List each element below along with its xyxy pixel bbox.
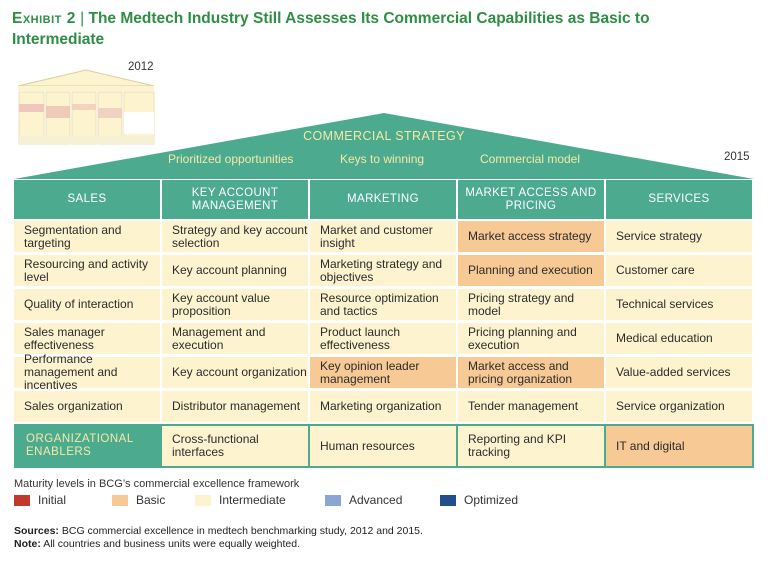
year-2015-label: 2015	[724, 151, 750, 163]
legend-item-advanced: Advanced	[325, 493, 402, 507]
legend-swatch-intermediate	[195, 494, 211, 506]
capability-cell-key-opinion-leader-management: Key opinion leader management	[310, 357, 456, 388]
roof-item-commercial-model: Commercial model	[480, 152, 581, 166]
legend-label-intermediate: Intermediate	[219, 493, 286, 507]
legend-swatch-basic	[112, 494, 128, 506]
year-2012-label: 2012	[128, 61, 154, 73]
thumbnail-2012-diagram	[17, 69, 155, 145]
sources-label: Sources:	[14, 525, 59, 537]
capability-cell-technical-services: Technical services	[606, 289, 752, 320]
note-label: Note:	[14, 538, 41, 550]
title-separator: |	[80, 10, 85, 27]
sources-text: BCG commercial excellence in medtech ben…	[61, 525, 423, 537]
column-header-sales: SALES	[14, 180, 160, 219]
capability-cell-performance-management-and-incentives: Performance management and incentives	[14, 353, 160, 392]
legend-label-optimized: Optimized	[464, 493, 519, 507]
legend-item-basic: Basic	[112, 493, 165, 507]
column-header-marketing: MARKETING	[310, 180, 456, 219]
capability-cell-pricing-strategy-and-model: Pricing strategy and model	[458, 289, 604, 320]
capability-cell-resource-optimization-and-tactics: Resource optimization and tactics	[310, 289, 456, 320]
enabler-cell-human-resources: Human resources	[310, 426, 456, 466]
commercial-strategy-title: COMMERCIAL STRATEGY	[303, 129, 465, 143]
capability-cell-customer-care: Customer care	[606, 255, 752, 286]
note-text: All countries and business units were eq…	[43, 538, 301, 550]
capability-cell-pricing-planning-and-execution: Pricing planning and execution	[458, 323, 604, 354]
legend-title: Maturity levels in BCG’s commercial exce…	[14, 478, 300, 490]
roof-item-keys-to-winning: Keys to winning	[340, 152, 425, 166]
capability-cell-market-access-strategy: Market access strategy	[458, 221, 604, 252]
organizational-enablers-header: ORGANIZATIONAL ENABLERS	[14, 426, 160, 466]
legend-label-initial: Initial	[38, 493, 67, 507]
capability-cell-service-organization: Service organization	[606, 391, 752, 422]
note-line: Note: All countries and business units w…	[14, 538, 423, 551]
capability-cell-market-access-and-pricing-organization: Market access and pricing organization	[458, 357, 604, 388]
enabler-cell-cross-functional-interfaces: Cross-functional interfaces	[162, 426, 308, 466]
column-header-market-access-and-pricing: MARKET ACCESS AND PRICING	[458, 180, 604, 219]
legend-swatch-advanced	[325, 494, 341, 506]
legend-item-optimized: Optimized	[440, 493, 518, 507]
capability-cell-management-and-execution: Management and execution	[162, 323, 308, 354]
capability-cell-service-strategy: Service strategy	[606, 221, 752, 252]
capability-cell-market-and-customer-insight: Market and customer insight	[310, 221, 456, 252]
legend-item-initial: Initial	[14, 493, 66, 507]
enabler-cell-it-and-digital: IT and digital	[606, 426, 752, 466]
title-text: The Medtech Industry Still Assesses Its …	[12, 10, 650, 48]
capability-cell-planning-and-execution: Planning and execution	[458, 255, 604, 286]
capability-cell-key-account-planning: Key account planning	[162, 255, 308, 286]
enabler-cell-reporting-and-kpi-tracking: Reporting and KPI tracking	[458, 426, 604, 466]
capability-cell-sales-manager-effectiveness: Sales manager effectiveness	[14, 323, 160, 354]
capability-cell-distributor-management: Distributor management	[162, 391, 308, 422]
legend-swatch-initial	[14, 494, 30, 506]
legend-label-basic: Basic	[136, 493, 166, 507]
capability-cell-marketing-strategy-and-objectives: Marketing strategy and objectives	[310, 255, 456, 286]
capability-cell-tender-management: Tender management	[458, 391, 604, 422]
capability-cell-key-account-organization: Key account organization	[162, 357, 308, 388]
column-header-key-account-management: KEY ACCOUNT MANAGEMENT	[162, 180, 308, 219]
capability-cell-value-added-services: Value-added services	[606, 357, 752, 388]
capability-cell-quality-of-interaction: Quality of interaction	[14, 289, 160, 320]
capability-cell-product-launch-effectiveness: Product launch effectiveness	[310, 323, 456, 354]
exhibit-number: Exhibit 2	[12, 10, 76, 27]
legend-swatch-optimized	[440, 494, 456, 506]
capability-cell-medical-education: Medical education	[606, 323, 752, 354]
capability-cell-resourcing-and-activity-level: Resourcing and activity level	[14, 255, 160, 286]
roof-item-prioritized-opportunities: Prioritized opportunities	[168, 152, 294, 166]
capability-cell-sales-organization: Sales organization	[14, 391, 160, 422]
capability-cell-marketing-organization: Marketing organization	[310, 391, 456, 422]
legend-item-intermediate: Intermediate	[195, 493, 286, 507]
exhibit-title: Exhibit 2 | The Medtech Industry Still A…	[12, 8, 712, 50]
commercial-strategy-roof	[14, 113, 754, 179]
capability-cell-strategy-and-key-account-selection: Strategy and key account selection	[162, 221, 308, 252]
legend-label-advanced: Advanced	[349, 493, 403, 507]
sources-line: Sources: BCG commercial excellence in me…	[14, 525, 423, 538]
capability-cell-segmentation-and-targeting: Segmentation and targeting	[14, 221, 160, 252]
sources-note-block: Sources: BCG commercial excellence in me…	[14, 525, 423, 551]
column-header-services: SERVICES	[606, 180, 752, 219]
capability-cell-key-account-value-proposition: Key account value proposition	[162, 289, 308, 320]
